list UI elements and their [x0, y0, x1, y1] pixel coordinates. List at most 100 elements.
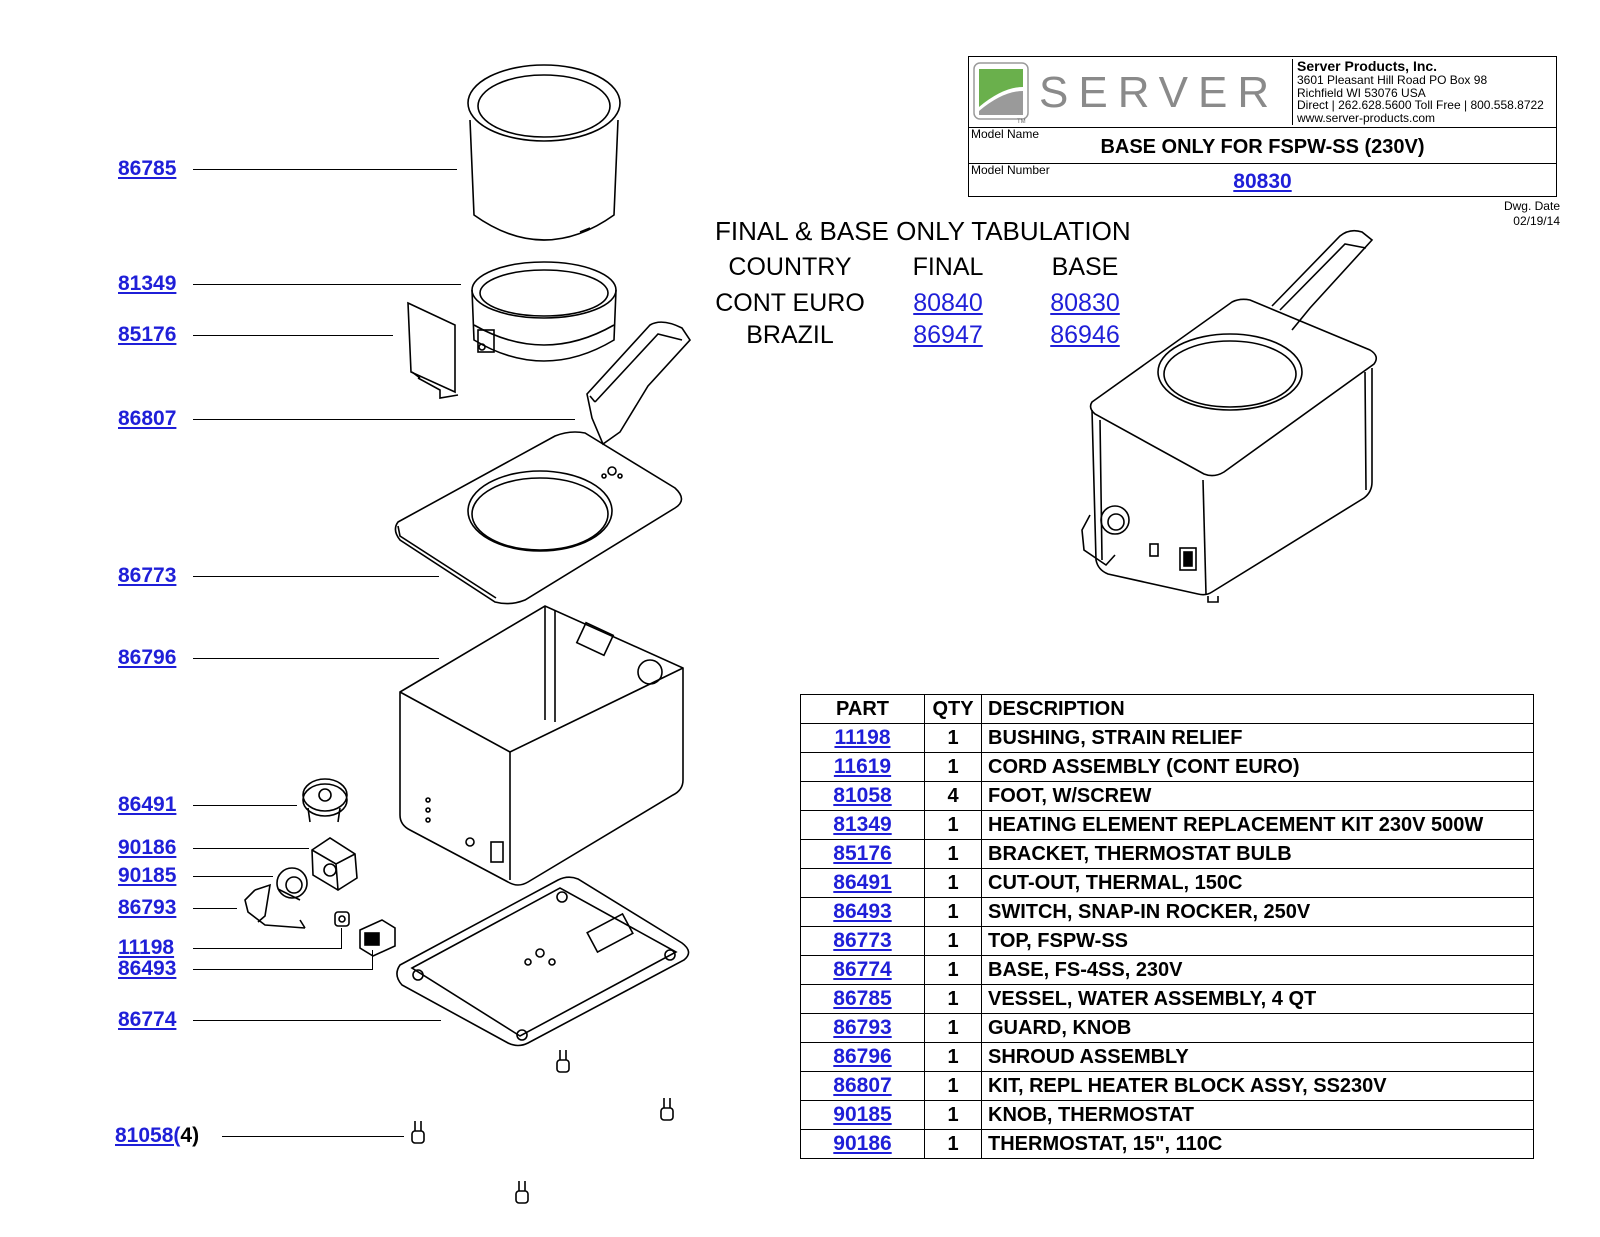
- leader-81349: [193, 284, 461, 285]
- callout-81058[interactable]: 81058(: [115, 1124, 181, 1147]
- company-name: Server Products, Inc.: [1297, 58, 1438, 74]
- company-info: Server Products, Inc. 3601 Pleasant Hill…: [1292, 59, 1556, 125]
- model-name: BASE ONLY FOR FSPW-SS (230V): [1100, 136, 1425, 158]
- callout-11198[interactable]: 11198: [118, 936, 175, 959]
- leader-86774: [193, 1020, 441, 1021]
- callout-90185[interactable]: 90185: [118, 864, 177, 887]
- feet-drawing: [411, 1050, 674, 1204]
- callout-85176[interactable]: 85176: [118, 323, 177, 346]
- part-link[interactable]: 86491: [833, 871, 892, 894]
- top-plate-drawing: [394, 431, 683, 605]
- qty-cell: 1: [924, 955, 982, 985]
- qty-cell: 1: [924, 1129, 982, 1159]
- description-cell: BUSHING, STRAIN RELIEF: [981, 723, 1534, 753]
- qty-cell: 1: [924, 1071, 982, 1101]
- description-cell: BASE, FS-4SS, 230V: [981, 955, 1534, 985]
- callout-86493[interactable]: 86493: [118, 957, 177, 980]
- model-number-link[interactable]: 80830: [1233, 170, 1292, 193]
- model-name-label: Model Name: [971, 127, 1040, 141]
- part-link[interactable]: 86773: [833, 929, 892, 952]
- description-cell: CUT-OUT, THERMAL, 150C: [981, 868, 1534, 898]
- thermostat-drawing: [311, 837, 358, 891]
- qty-cell: 1: [924, 839, 982, 869]
- callout-81058-group: 81058(4): [115, 1124, 199, 1148]
- callout-86793[interactable]: 86793: [118, 896, 177, 919]
- bushing-drawing: [334, 911, 350, 927]
- qty-cell: 1: [924, 810, 982, 840]
- switch-drawing: [359, 919, 396, 957]
- qty-cell: 1: [924, 1042, 982, 1072]
- callout-86491[interactable]: 86491: [118, 793, 177, 816]
- tab-row-country: BRAZIL: [746, 321, 834, 349]
- callout-86807[interactable]: 86807: [118, 407, 177, 430]
- part-link[interactable]: 86493: [833, 900, 892, 923]
- tab-row-base-link[interactable]: 80830: [1050, 289, 1120, 317]
- callout-81349[interactable]: 81349: [118, 272, 177, 295]
- server-logo: SERVER TM: [973, 62, 1279, 123]
- qty-cell: 1: [924, 984, 982, 1014]
- tab-header-base: BASE: [1051, 253, 1119, 281]
- tab-row-final-link[interactable]: 86947: [913, 321, 983, 349]
- callout-86774[interactable]: 86774: [118, 1008, 177, 1031]
- leader-85176: [193, 335, 393, 336]
- part-link[interactable]: 86796: [833, 1045, 892, 1068]
- leader-86785: [193, 169, 457, 170]
- qty-cell: 1: [924, 897, 982, 927]
- shroud-drawing: [399, 605, 684, 886]
- company-address1: 3601 Pleasant Hill Road PO Box 98: [1297, 73, 1488, 87]
- tabulation-title: FINAL & BASE ONLY TABULATION: [715, 216, 1131, 246]
- model-name-row: Model Name BASE ONLY FOR FSPW-SS (230V): [969, 127, 1556, 164]
- part-link[interactable]: 11619: [833, 755, 892, 778]
- drawing-date-value: 02/19/14: [1513, 214, 1560, 228]
- bracket-drawing: [407, 301, 459, 399]
- heating-ring-drawing: [471, 261, 617, 362]
- callout-86796[interactable]: 86796: [118, 646, 177, 669]
- leader-11198: [193, 948, 342, 949]
- description-cell: FOOT, W/SCREW: [981, 781, 1534, 811]
- company-phone: Direct | 262.628.5600 Toll Free | 800.55…: [1297, 98, 1544, 112]
- part-link[interactable]: 86807: [833, 1074, 892, 1097]
- col-header-qty: QTY: [924, 694, 982, 724]
- part-link[interactable]: 81349: [833, 813, 892, 836]
- callout-86785[interactable]: 86785: [118, 157, 177, 180]
- logo-row: SERVER TM Server Products, Inc. 3601 Ple…: [969, 57, 1556, 128]
- part-link[interactable]: 86774: [833, 958, 892, 981]
- qty-cell: 1: [924, 868, 982, 898]
- part-link[interactable]: 85176: [833, 842, 892, 865]
- assembled-unit-drawing: [1081, 229, 1378, 603]
- description-cell: THERMOSTAT, 15", 110C: [981, 1129, 1534, 1159]
- tab-row-base-link[interactable]: 86946: [1050, 321, 1120, 349]
- tab-row-final-link[interactable]: 80840: [913, 289, 983, 317]
- part-link[interactable]: 81058: [833, 784, 892, 807]
- title-block: SERVER TM Server Products, Inc. 3601 Ple…: [968, 56, 1557, 197]
- callout-86773[interactable]: 86773: [118, 564, 177, 587]
- description-cell: KIT, REPL HEATER BLOCK ASSY, SS230V: [981, 1071, 1534, 1101]
- col-header-part: PART: [800, 694, 925, 724]
- parts-table-header: PART QTY DESCRIPTION: [800, 694, 1534, 724]
- description-cell: SHROUD ASSEMBLY: [981, 1042, 1534, 1072]
- callout-90186[interactable]: 90186: [118, 836, 177, 859]
- part-link[interactable]: 11198: [834, 726, 891, 749]
- part-link[interactable]: 90186: [833, 1132, 892, 1155]
- model-number-label: Model Number: [971, 163, 1050, 177]
- description-cell: CORD ASSEMBLY (CONT EURO): [981, 752, 1534, 782]
- leader-86773: [193, 576, 439, 577]
- leader-86796: [193, 658, 439, 659]
- drawing-date: Dwg. Date 02/19/14: [1504, 199, 1560, 229]
- description-cell: KNOB, THERMOSTAT: [981, 1100, 1534, 1130]
- part-link[interactable]: 86793: [833, 1016, 892, 1039]
- company-address2: Richfield WI 53076 USA: [1297, 85, 1426, 100]
- logo-text: SERVER: [1039, 68, 1279, 117]
- part-link[interactable]: 90185: [833, 1103, 892, 1126]
- part-link[interactable]: 86785: [833, 987, 892, 1010]
- qty-cell: 1: [924, 723, 982, 753]
